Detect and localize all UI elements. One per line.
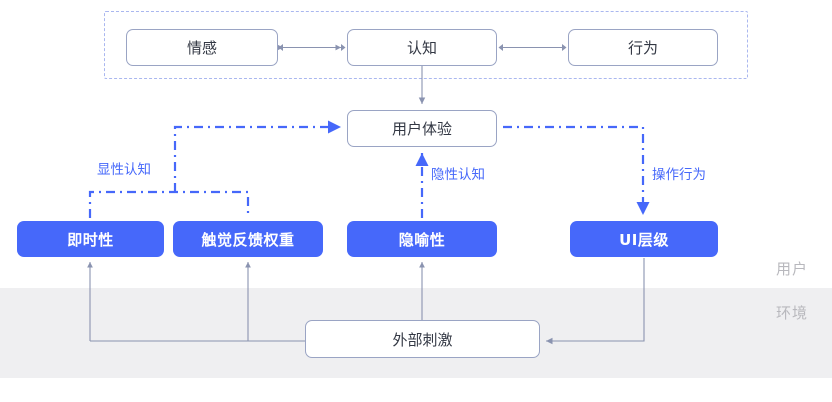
edge-label-implicit-cognition: 隐性认知: [431, 167, 485, 183]
edge-label-explicit-cognition: 显性认知: [97, 162, 151, 178]
node-immediacy-label: 即时性: [67, 230, 114, 249]
edge-ui-hierarchy-stimulus: [546, 258, 645, 345]
edge-explicit-cognition: [88, 120, 341, 218]
edge-emotion-cognition: [277, 44, 346, 51]
edge-operation-behavior: [503, 125, 650, 215]
node-cognition-label: 认知: [406, 39, 437, 57]
node-ui-hierarchy-label: UI层级: [619, 230, 669, 249]
node-emotion[interactable]: 情感: [126, 29, 278, 66]
node-metaphor-label: 隐喻性: [398, 230, 446, 249]
node-user-experience-label: 用户体验: [391, 120, 452, 138]
band-label-user: 用户: [776, 260, 809, 278]
band-bottom-filler: [0, 378, 832, 402]
node-metaphor[interactable]: 隐喻性: [347, 221, 497, 257]
node-immediacy[interactable]: 即时性: [17, 221, 164, 257]
edge-stimulus-to-left-nodes: [87, 262, 305, 342]
node-ui-hierarchy[interactable]: UI层级: [570, 221, 718, 257]
node-external-stimulus-label: 外部刺激: [392, 330, 453, 349]
edge-label-operation-behavior: 操作行为: [652, 167, 706, 183]
node-external-stimulus[interactable]: 外部刺激: [305, 320, 540, 358]
edge-cognition-behavior: [498, 44, 567, 51]
node-cognition[interactable]: 认知: [347, 29, 497, 66]
node-haptic-feedback-weight[interactable]: 触觉反馈权重: [173, 221, 323, 257]
node-behavior-label: 行为: [627, 39, 658, 57]
node-user-experience[interactable]: 用户体验: [347, 110, 497, 147]
node-haptic-feedback-weight-label: 触觉反馈权重: [201, 230, 295, 249]
band-label-environment: 环境: [776, 304, 809, 322]
cognition-group-frame: [104, 11, 748, 79]
node-behavior[interactable]: 行为: [568, 29, 718, 66]
node-emotion-label: 情感: [186, 39, 217, 57]
